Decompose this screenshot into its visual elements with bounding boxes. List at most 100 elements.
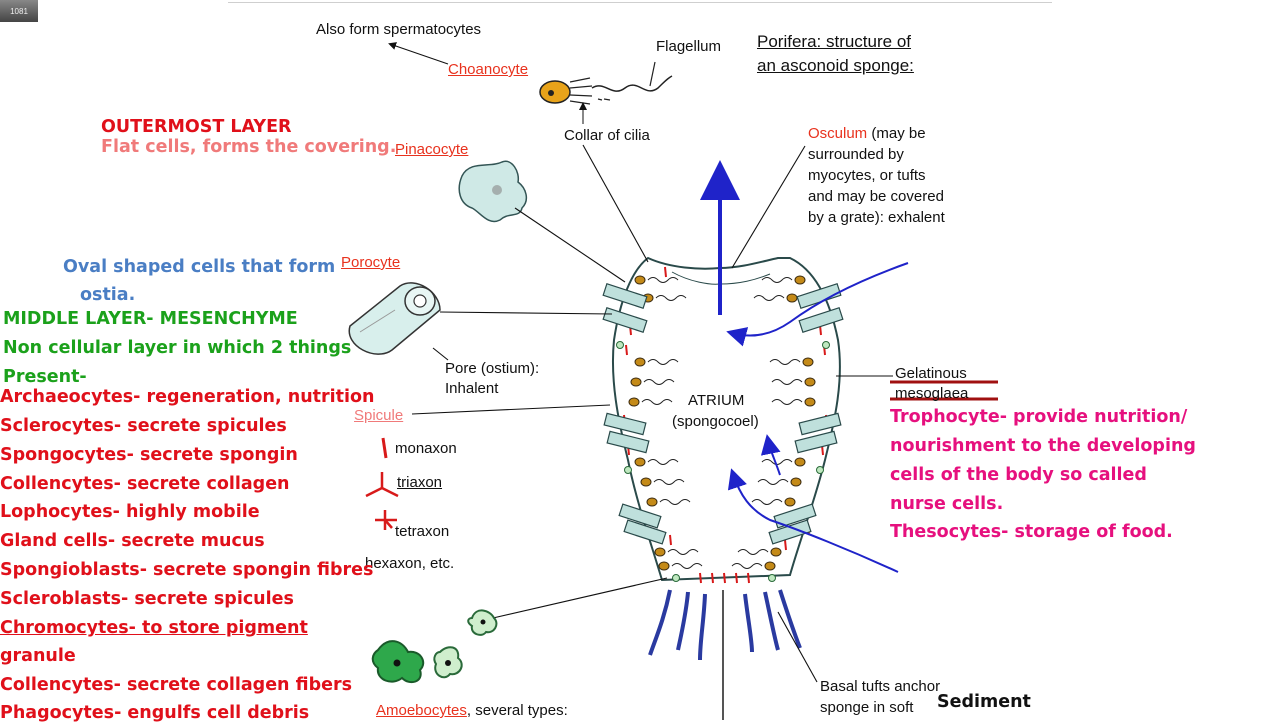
trophocyte-line: nourishment to the developing	[890, 436, 1196, 456]
wall-flagellum	[757, 479, 789, 485]
cell-type-item: Scleroblasts- secrete spicules	[0, 589, 294, 609]
porocyte-cell-icon	[348, 282, 441, 355]
amoebocyte-icon-pointer	[467, 609, 498, 636]
osculum-desc-3: and may be covered	[808, 188, 944, 205]
wall-cells-group	[616, 266, 830, 584]
trophocyte-line: Trophocyte- provide nutrition/	[890, 407, 1188, 427]
spicule-monaxon-icon	[381, 437, 388, 459]
hexaxon-label: hexaxon, etc.	[365, 555, 455, 572]
wall-spicule	[735, 572, 738, 584]
wall-amoebocyte	[822, 341, 830, 349]
wall-amoebocyte	[616, 341, 624, 349]
cell-type-item: Chromocytes- to store pigment	[0, 618, 308, 638]
cell-type-item: Gland cells- secrete mucus	[0, 531, 265, 551]
inhalent-flow-arrow-upper	[726, 262, 909, 347]
cell-type-item: Sclerocytes- secrete spicules	[0, 416, 287, 436]
spermatocyte-leader	[388, 42, 449, 65]
diagram-title-line2: an asconoid sponge:	[757, 56, 914, 75]
middle-layer-desc2: Present-	[3, 367, 87, 387]
wall-choanocyte	[654, 547, 666, 557]
cell-type-item: granule	[0, 646, 76, 666]
mesoglea-strikethrough	[890, 380, 998, 401]
basal-tufts	[648, 589, 802, 661]
osculum-name: Osculum	[808, 125, 868, 142]
wall-choanocyte	[634, 357, 646, 367]
basal-label-line2: sponge in soft	[820, 699, 914, 716]
inhalent-flow-arrow-mid	[760, 434, 781, 476]
pore-label-line2: Inhalent	[445, 380, 499, 397]
wall-choanocyte	[646, 497, 658, 507]
wall-flagellum	[671, 563, 703, 569]
cell-type-item: Spongocytes- secrete spongin	[0, 445, 298, 465]
wall-amoebocyte	[816, 466, 824, 474]
wall-flagellum	[647, 277, 679, 283]
wall-choanocyte	[794, 457, 806, 467]
wall-choanocyte	[784, 497, 796, 507]
wall-amoebocyte	[624, 466, 632, 474]
spicule-triaxon-icon	[365, 472, 399, 498]
monaxon-label: monaxon	[395, 440, 457, 457]
wall-choanocyte	[790, 477, 802, 487]
cell-type-item: Spongioblasts- secrete spongin fibres	[0, 560, 374, 580]
cell-type-item: Collencytes- secrete collagen	[0, 474, 290, 494]
porocyte-note-line2: ostia.	[80, 285, 136, 305]
amoebocyte-icon-small	[433, 646, 463, 679]
wall-choanocyte	[802, 357, 814, 367]
diagram-title-line1: Porifera: structure of	[757, 32, 912, 51]
wall-flagellum	[751, 499, 783, 505]
wall-amoebocyte	[768, 574, 776, 582]
wall-flagellum	[659, 499, 691, 505]
wall-choanocyte	[770, 547, 782, 557]
video-badge: 1081	[0, 0, 38, 22]
wall-spicule	[664, 266, 667, 278]
wall-flagellum	[643, 379, 675, 385]
collar-label: Collar of cilia	[564, 127, 650, 144]
gelatinous-label: Gelatinous	[895, 365, 967, 382]
choanocyte-label: Choanocyte	[448, 61, 529, 78]
wall-spicule	[625, 344, 628, 356]
top-divider	[228, 2, 1052, 3]
wall-spicule	[669, 534, 672, 546]
pore-label-line1: Pore (ostium):	[445, 360, 540, 377]
wall-flagellum	[771, 379, 803, 385]
osculum-desc-1: surrounded by	[808, 146, 904, 163]
wall-flagellum	[731, 563, 763, 569]
wall-flagellum	[771, 399, 803, 405]
wall-flagellum	[655, 295, 687, 301]
wall-choanocyte	[804, 397, 816, 407]
pinacocyte-label: Pinacocyte	[395, 141, 469, 158]
wall-choanocyte	[628, 397, 640, 407]
osculum-desc-4: by a grate): exhalent	[808, 209, 945, 226]
wall-choanocyte	[764, 561, 776, 571]
wall-flagellum	[769, 359, 801, 365]
wall-spicule	[723, 572, 726, 584]
wall-choanocyte	[634, 457, 646, 467]
wall-flagellum	[667, 549, 699, 555]
sediment-label: Sediment	[937, 692, 1031, 712]
also-form-label: Also form spermatocytes	[316, 21, 482, 38]
inhalent-flow-arrow-lower	[727, 468, 899, 573]
spicule-tetraxon-icon	[375, 510, 397, 530]
amoebocytes-label: Amoebocytes, several types:	[376, 702, 568, 719]
wall-flagellum	[753, 295, 785, 301]
wall-flagellum	[647, 459, 679, 465]
wall-choanocyte	[786, 293, 798, 303]
wall-flagellum	[653, 479, 685, 485]
leader-lines	[411, 144, 893, 683]
osculum-label-line1: Osculum (may be	[808, 125, 926, 142]
wall-choanocyte	[804, 377, 816, 387]
wall-choanocyte	[634, 275, 646, 285]
wall-flagellum	[641, 399, 673, 405]
pinacocyte-cell-icon	[458, 160, 528, 223]
choanocyte-cell-icon	[539, 61, 673, 105]
cell-type-item: Archaeocytes- regeneration, nutrition	[0, 387, 375, 407]
outermost-layer-title: OUTERMOST LAYER	[101, 117, 292, 137]
mesoglea-label: mesoglaea	[895, 385, 969, 402]
amoebocytes-rest: , several types:	[466, 702, 568, 719]
amoebocyte-icon-large	[371, 640, 425, 684]
wall-spicule	[711, 572, 714, 584]
cell-type-item: Phagocytes- engulfs cell debris	[0, 703, 310, 723]
osculum-desc-2: myocytes, or tufts	[808, 167, 926, 184]
trophocyte-line: cells of the body so called	[890, 465, 1147, 485]
